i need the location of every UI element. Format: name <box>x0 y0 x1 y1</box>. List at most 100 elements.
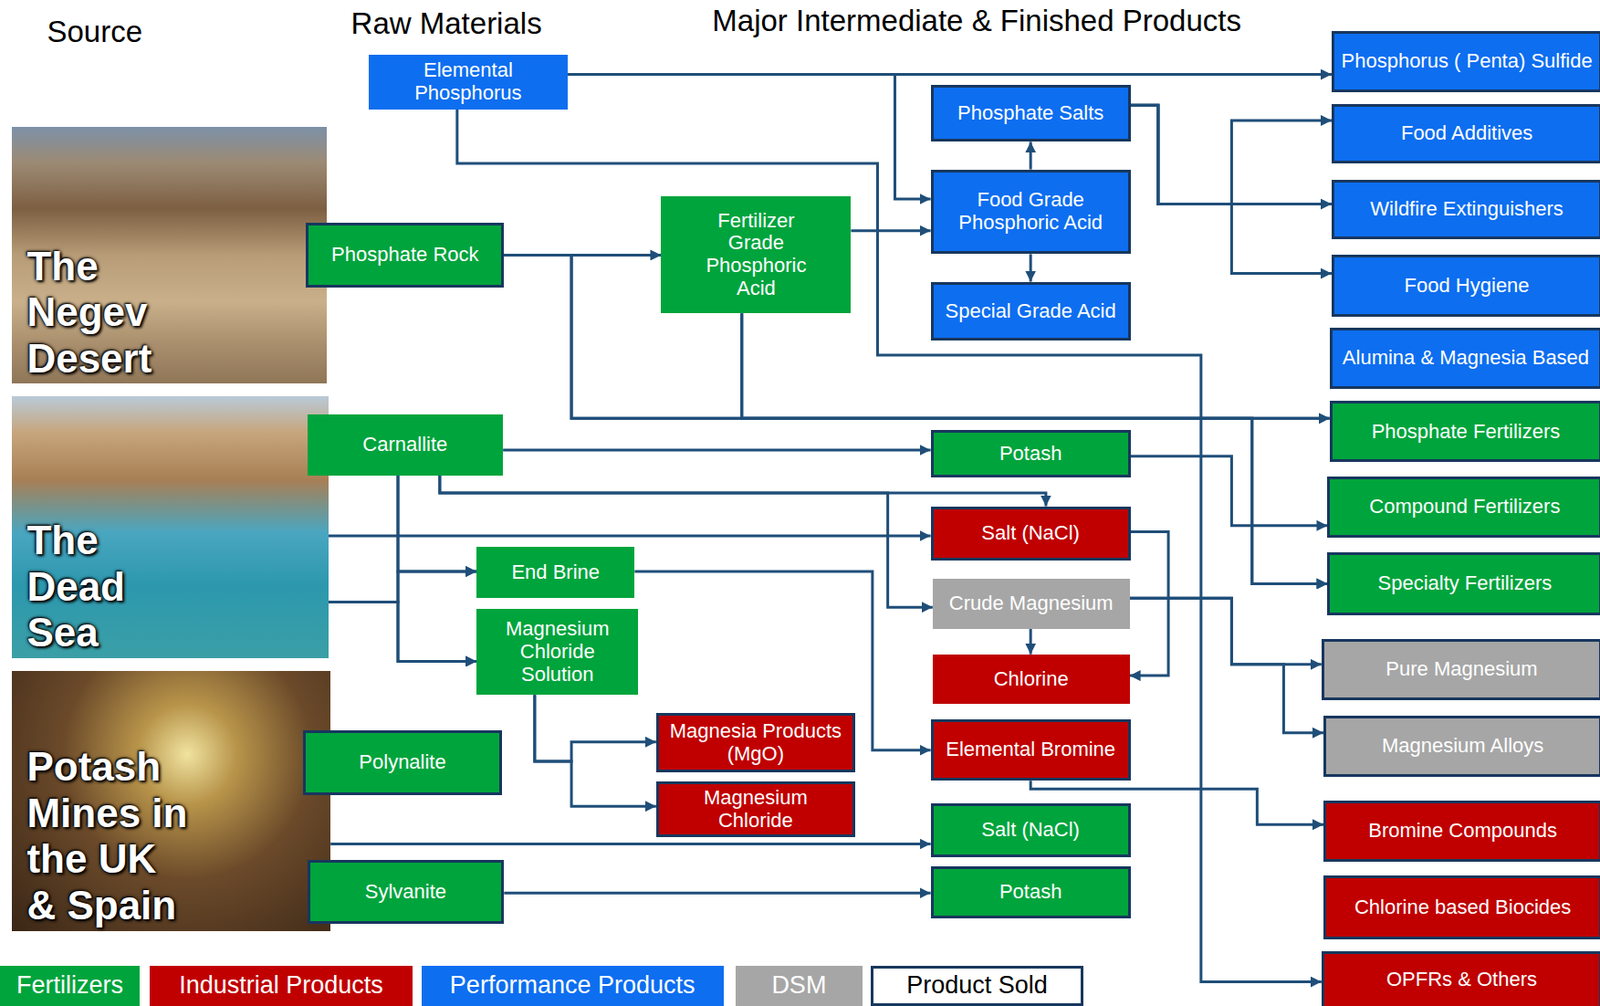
source-photo: The Dead Sea <box>11 396 329 659</box>
flow-arrow <box>328 533 931 537</box>
node-text: Magnesia Products (MgO) <box>664 720 848 765</box>
intermediate-box: Magnesium Chloride Solution <box>476 608 638 695</box>
node-text: Magnesium Chloride <box>664 786 848 832</box>
product-box: Phosphate Fertilizers <box>1329 400 1600 462</box>
product-box: Wildfire Extinguishers <box>1331 179 1600 240</box>
node-text: Potash <box>999 880 1063 904</box>
intermediate-box: Phosphate Salts <box>930 84 1131 143</box>
intermediate-box: Salt (NaCl) <box>930 803 1131 858</box>
node-text: Wildfire Extinguishers <box>1369 198 1564 221</box>
node-text: Phosphate Rock <box>331 243 479 267</box>
node-text: Potash Mines in the UK & Spain <box>26 743 191 929</box>
flow-arrow <box>742 313 1329 584</box>
intermediate-box: Potash <box>930 429 1131 479</box>
flow-arrow <box>1130 104 1332 204</box>
node-text: Sylvanite <box>365 880 447 904</box>
flow-arrow <box>328 571 477 603</box>
intermediate-box: Crude Magnesium <box>932 578 1130 629</box>
node-text: Compound Fertilizers <box>1369 495 1560 519</box>
flow-arrow <box>397 475 477 661</box>
product-box: Specialty Fertilizers <box>1327 552 1600 616</box>
legend-text: DSM <box>771 971 827 1000</box>
flow-arrow <box>397 475 477 572</box>
raw-material-box: Sylvanite <box>307 859 505 923</box>
node-text: Crude Magnesium <box>949 592 1114 616</box>
flow-arrow <box>534 694 657 806</box>
node-text: Bromine Compounds <box>1368 819 1558 843</box>
intermediate-box: Elemental Bromine <box>930 719 1131 781</box>
node-text: Special Grade Acid <box>945 300 1117 324</box>
raw-material-box: Polynalite <box>303 730 502 795</box>
legend-text: Performance Products <box>449 971 696 1000</box>
flow-arrow <box>1130 104 1332 273</box>
flow-arrow <box>1130 104 1332 204</box>
legend-text: Product Sold <box>906 971 1048 1000</box>
node-text: Food Additives <box>1401 122 1533 146</box>
flow-arrow <box>330 842 931 846</box>
product-box: Phosphorus ( Penta) Sulfide <box>1331 31 1600 93</box>
intermediate-box: Potash <box>930 866 1131 919</box>
node-text: Chlorine based Biocides <box>1354 896 1571 920</box>
intermediate-box: Magnesium Chloride <box>656 781 856 837</box>
node-text: Specialty Fertilizers <box>1377 572 1552 596</box>
node-text: Chlorine <box>993 668 1069 691</box>
node-text: Salt (NaCl) <box>981 522 1080 545</box>
raw-material-box: Phosphate Rock <box>305 222 504 289</box>
legend-swatch: Product Sold <box>870 965 1085 1006</box>
intermediate-box: End Brine <box>476 546 635 598</box>
legend-text: Fertilizers <box>16 971 124 1000</box>
column-heading: Raw Materials <box>351 6 543 42</box>
node-text: The Dead Sea <box>26 517 182 657</box>
node-text: The Negev Desert <box>26 243 182 383</box>
flow-arrow <box>439 475 933 607</box>
flow-arrow <box>1029 141 1033 169</box>
node-text: Food Grade Phosphoric Acid <box>939 188 1123 234</box>
flow-arrow <box>1129 531 1169 676</box>
flow-arrow <box>534 694 657 762</box>
node-text: Elemental Phosphorus <box>374 59 564 105</box>
flow-arrow <box>1129 597 1322 665</box>
column-heading: Source <box>46 14 143 50</box>
node-text: Potash <box>999 442 1063 466</box>
flow-arrow <box>328 602 477 662</box>
legend-swatch: DSM <box>735 965 863 1006</box>
intermediate-box: Fertilizer Grade Phosphoric Acid <box>660 196 851 314</box>
product-box: Magnesium Alloys <box>1323 715 1600 777</box>
flow-arrow <box>457 109 1322 983</box>
flow-arrow <box>850 229 931 232</box>
intermediate-box: Food Grade Phosphoric Acid <box>930 169 1131 255</box>
source-photo: Potash Mines in the UK & Spain <box>11 670 331 931</box>
node-text: Magnesium Alloys <box>1381 734 1544 758</box>
product-box: Food Hygiene <box>1331 254 1600 316</box>
legend-swatch: Fertilizers <box>0 965 140 1006</box>
raw-material-box: Carnallite <box>307 414 504 476</box>
intermediate-box: Chlorine <box>932 654 1130 705</box>
product-box: Food Additives <box>1331 104 1600 164</box>
raw-material-box: Elemental Phosphorus <box>368 54 569 109</box>
node-text: OPFRs & Others <box>1386 968 1538 992</box>
flow-arrow <box>439 475 1046 507</box>
product-box: Bromine Compounds <box>1323 800 1600 862</box>
node-text: Polynalite <box>358 751 446 774</box>
product-box: Pure Magnesium <box>1321 638 1600 701</box>
node-text: Fertilizer Grade Phosphoric Acid <box>696 209 816 301</box>
product-box: Chlorine based Biocides <box>1323 875 1600 939</box>
source-photo: The Negev Desert <box>11 126 326 385</box>
legend-swatch: Performance Products <box>421 965 724 1006</box>
product-box: OPFRs & Others <box>1321 951 1600 1006</box>
node-text: Phosphate Fertilizers <box>1371 420 1561 444</box>
flow-arrow <box>1130 456 1329 526</box>
intermediate-box: Special Grade Acid <box>930 282 1131 342</box>
product-box: Compound Fertilizers <box>1327 476 1600 538</box>
legend-text: Industrial Products <box>178 971 384 1000</box>
column-heading: Major Intermediate & Finished Products <box>711 3 1242 39</box>
node-text: Elemental Bromine <box>945 738 1116 762</box>
node-text: Pure Magnesium <box>1385 658 1538 681</box>
legend-swatch: Industrial Products <box>149 965 412 1006</box>
flow-arrow <box>503 254 1329 419</box>
flow-arrow <box>1129 597 1324 733</box>
flow-arrow <box>1029 253 1033 282</box>
flow-arrow <box>1029 628 1033 655</box>
node-text: Phosphorus ( Penta) Sulfide <box>1341 50 1593 74</box>
